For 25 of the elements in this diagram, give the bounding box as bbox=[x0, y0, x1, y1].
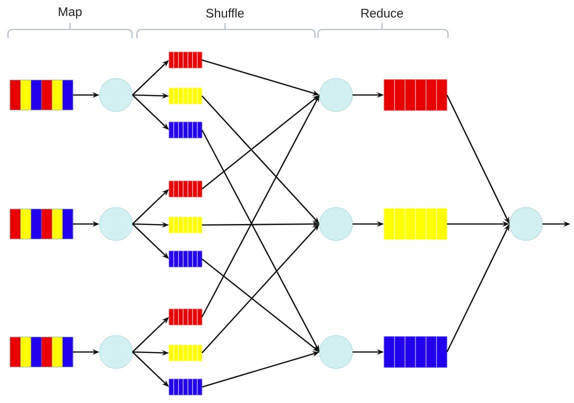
queue-box bbox=[168, 308, 202, 326]
queue-box bbox=[10, 208, 74, 240]
circle bbox=[319, 207, 353, 241]
queue-box bbox=[384, 79, 448, 111]
queue-box bbox=[168, 216, 202, 234]
queue-box bbox=[168, 88, 202, 104]
queue-box bbox=[10, 336, 74, 368]
queue-box bbox=[168, 122, 202, 138]
section-label: Reduce bbox=[361, 8, 403, 18]
circle bbox=[509, 207, 543, 241]
queue-box bbox=[384, 336, 448, 368]
section-label: Map bbox=[58, 7, 82, 19]
queue-box bbox=[168, 180, 202, 198]
circle bbox=[99, 335, 133, 369]
queue-box bbox=[168, 52, 202, 68]
queue-box bbox=[10, 80, 74, 110]
queue-box bbox=[168, 250, 202, 268]
circle bbox=[319, 78, 353, 112]
circle bbox=[319, 335, 353, 369]
queue-box bbox=[168, 378, 202, 396]
section-label: Shuffle bbox=[206, 8, 244, 18]
queue-box bbox=[168, 344, 202, 362]
circle bbox=[99, 78, 133, 112]
queue-box bbox=[384, 208, 448, 240]
circle bbox=[99, 207, 133, 241]
